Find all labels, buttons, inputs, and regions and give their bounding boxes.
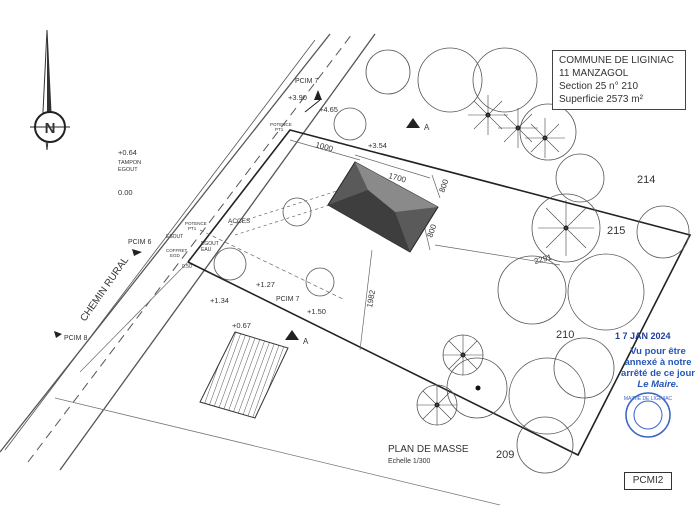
mayor-stamp-line-3: arrêté de ce jour <box>621 368 695 379</box>
section-a-bottom: A <box>303 337 309 346</box>
title-block: COMMUNE DE LIGINIAC 11 MANZAGOL Section … <box>552 50 686 110</box>
label-acces: ACCES <box>228 218 251 225</box>
dimension-lines <box>199 139 561 351</box>
label-pt1: PT1 <box>188 226 197 231</box>
label-pcim7-top: PCIM 7 <box>295 78 318 85</box>
level-134: +1.34 <box>210 296 229 305</box>
date-stamp: 1 7 JAN 2024 <box>615 331 671 341</box>
road-label: CHEMIN RURAL <box>78 255 131 324</box>
mayor-stamp-line-2: annexé à notre <box>624 357 692 368</box>
house-roof <box>327 161 439 253</box>
level-050: 0.50 <box>182 264 192 270</box>
label-potence: POTENCE <box>185 221 207 226</box>
label-egout-2: EGOUT <box>201 241 219 247</box>
level-064: +0.64 <box>118 148 137 157</box>
surface-area: Superficie 2573 m² <box>559 94 643 105</box>
address: 11 MANZAGOL <box>559 68 629 79</box>
label-pt1-2: PT1 <box>275 127 284 132</box>
level-127: +1.27 <box>256 280 275 289</box>
parcel-210: 210 <box>556 329 574 341</box>
label-tampon: TAMPON <box>118 160 141 166</box>
label-egd: EGD <box>170 253 181 258</box>
mayor-stamp-signature: Le Maire. <box>637 379 679 390</box>
label-potence-2: POTENCE <box>270 122 292 127</box>
level-150: +1.50 <box>307 307 326 316</box>
label-esout: ESOUT <box>166 234 183 240</box>
commune-name: COMMUNE DE LIGINIAC <box>559 55 675 66</box>
annex-building <box>199 331 289 419</box>
level-390: +3.90 <box>288 93 307 102</box>
municipal-seal-icon: MAIRIE DE LIGINIAC <box>624 392 673 438</box>
north-arrow-icon <box>30 29 70 151</box>
label-eau: EAU <box>201 247 212 253</box>
parcel-215: 215 <box>607 225 625 237</box>
dim-800-a: 800 <box>437 178 450 194</box>
dim-2291: 2291 <box>533 252 553 265</box>
parcel-209: 209 <box>496 449 514 461</box>
cadastral-section: Section 25 n° 210 <box>559 81 639 92</box>
north-label: N <box>45 120 56 137</box>
plan-scale: Echelle 1/300 <box>388 458 431 465</box>
level-000: 0.00 <box>118 188 133 197</box>
dim-1000: 1000 <box>314 140 334 153</box>
section-marker-icons <box>54 90 420 340</box>
seal-text: MAIRIE DE LIGINIAC <box>624 396 673 402</box>
sheet-id: PCMI2 <box>624 472 672 490</box>
plan-title-block: PLAN DE MASSE Echelle 1/300 <box>388 444 469 468</box>
label-egout: EGOUT <box>118 167 138 173</box>
mayor-stamp-line-1: Vu pour être <box>630 346 686 357</box>
level-465: +4.65 <box>319 105 338 114</box>
label-pcim7-bottom: PCIM 7 <box>276 296 299 303</box>
tree-rays <box>417 95 594 425</box>
dim-800-b: 800 <box>425 223 438 239</box>
dim-1982: 1982 <box>365 289 377 309</box>
level-354: +3.54 <box>368 141 387 150</box>
label-coffret: COFFRET <box>166 248 187 253</box>
road <box>0 33 376 471</box>
plan-title: PLAN DE MASSE <box>388 444 469 455</box>
label-pcim6: PCIM 6 <box>128 239 151 246</box>
parcel-boundary <box>54 99 692 506</box>
section-a-top: A <box>424 123 430 132</box>
label-pcim8: PCIM 8 <box>64 335 87 342</box>
parcel-214: 214 <box>637 174 655 186</box>
level-067: +0.67 <box>232 321 251 330</box>
mayor-stamp: Vu pour être annexé à notre arrêté de ce… <box>618 346 698 390</box>
trees <box>213 47 690 474</box>
